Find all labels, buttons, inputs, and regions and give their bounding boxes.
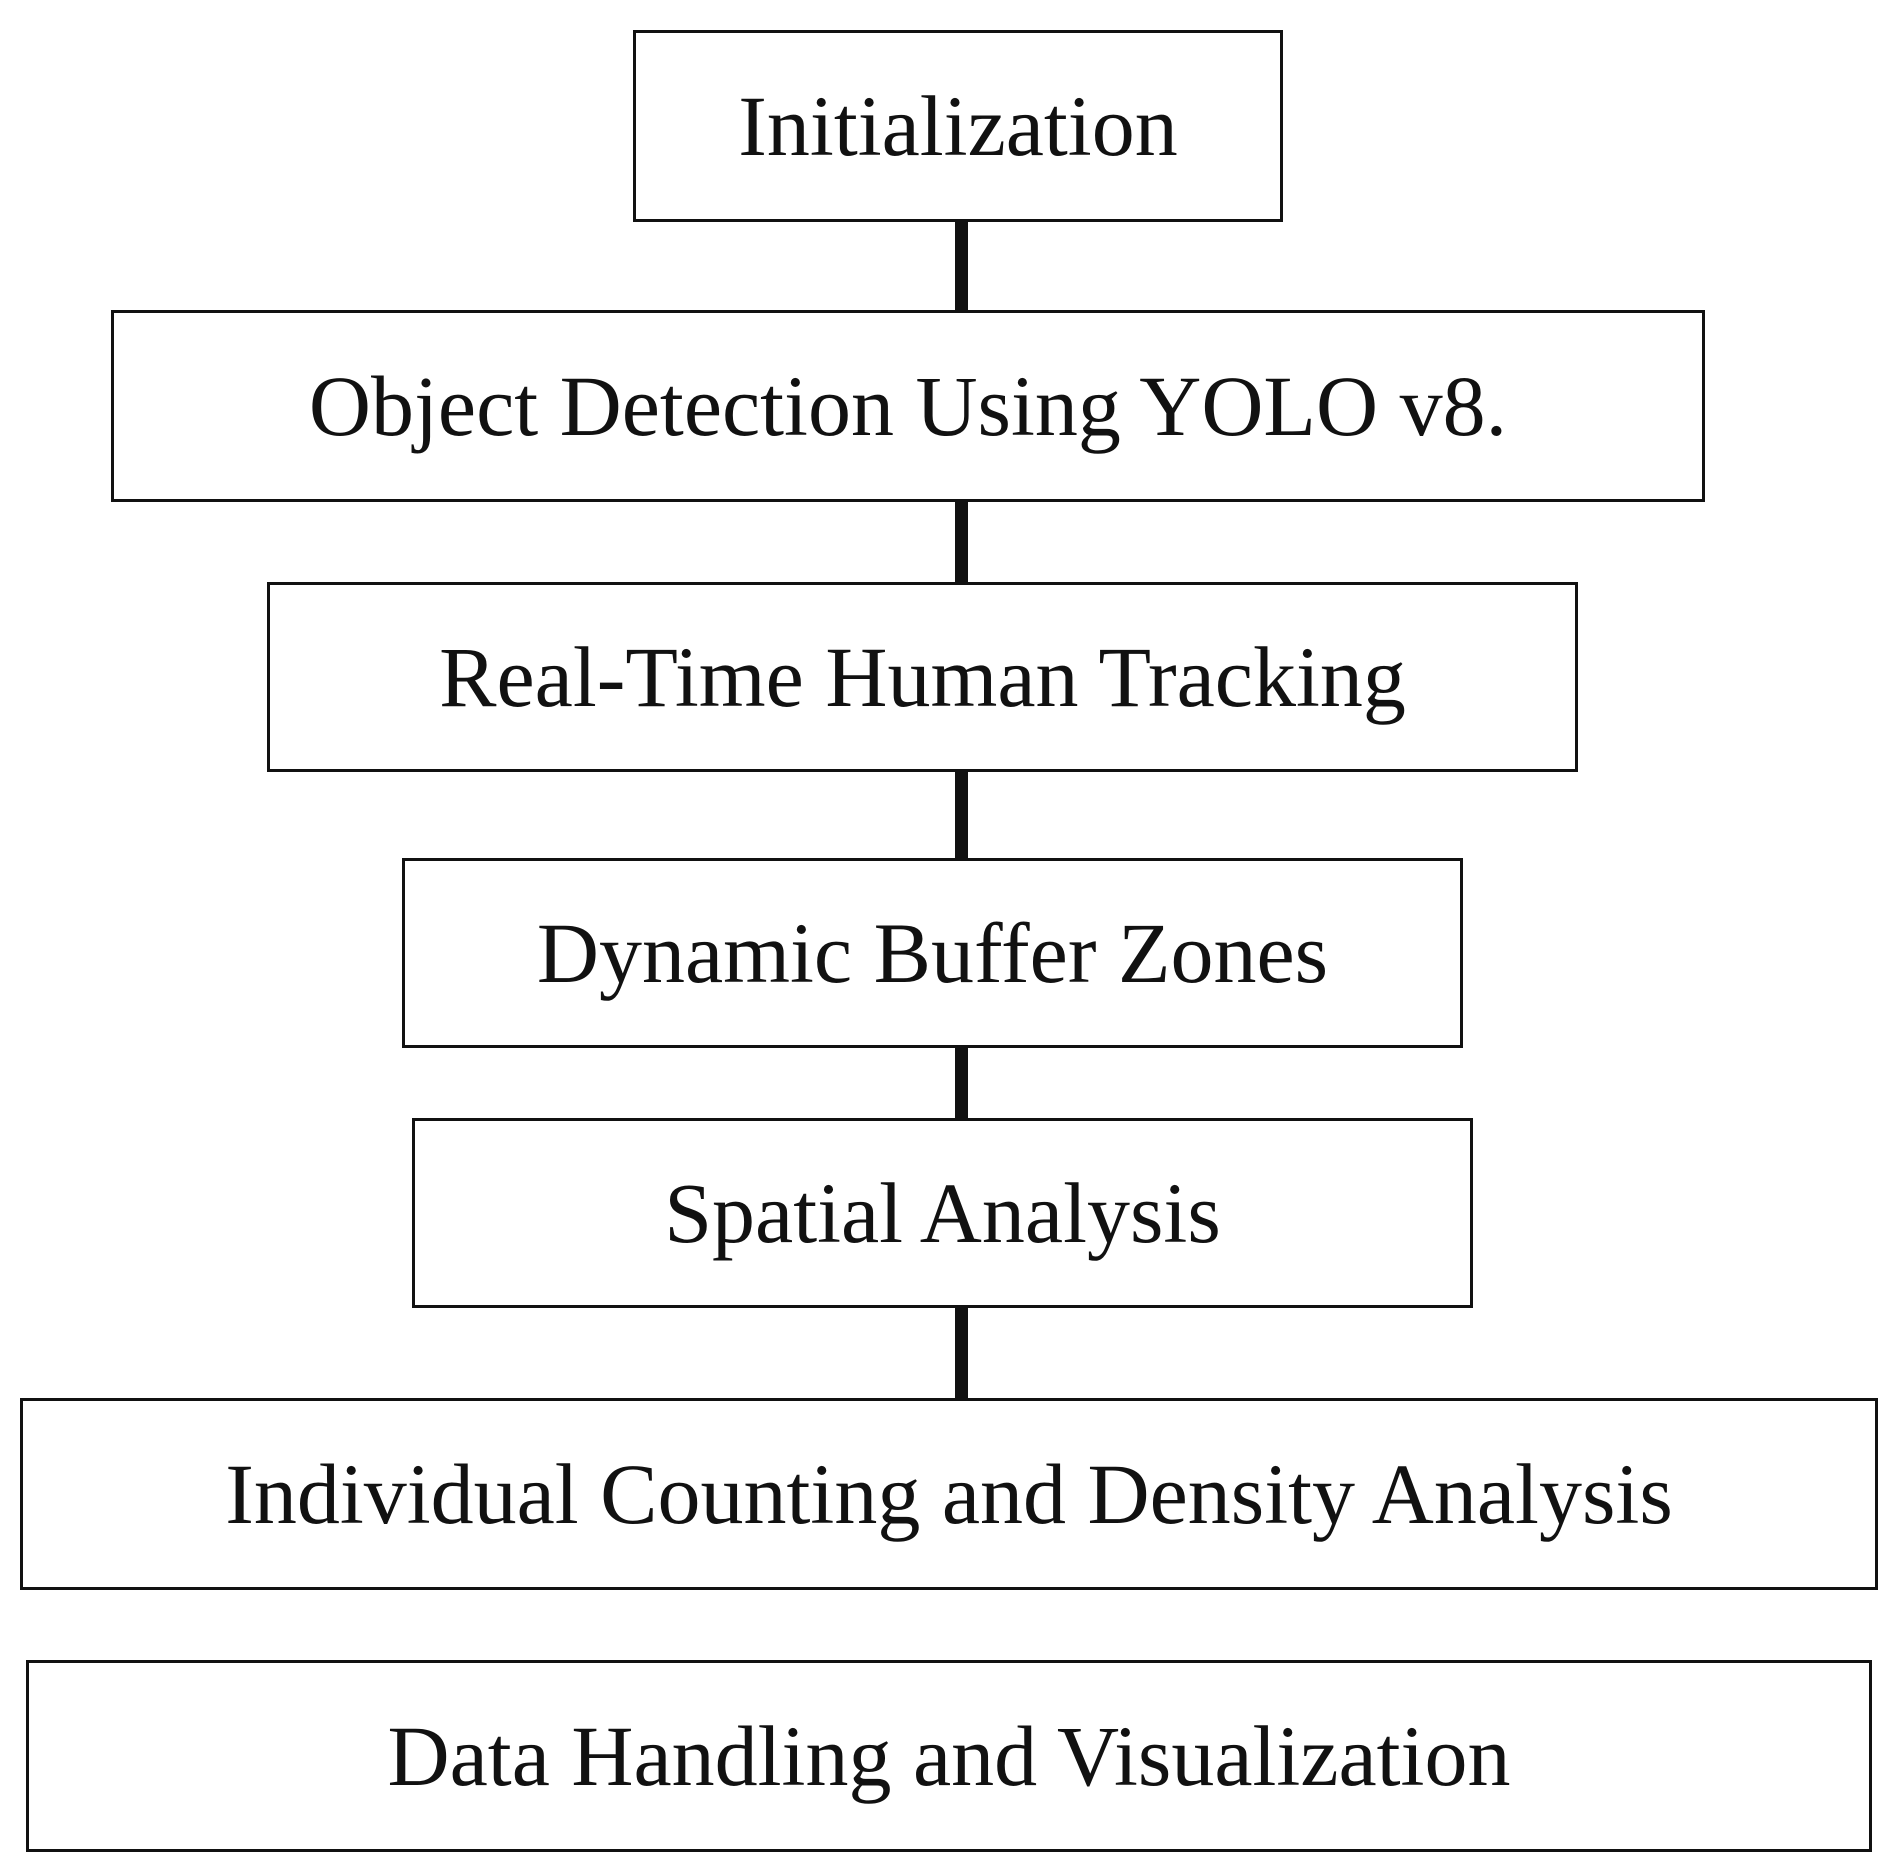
step-label: Spatial Analysis [664, 1165, 1221, 1261]
step-box-counting-density: Individual Counting and Density Analysis [20, 1398, 1878, 1590]
step-box-data-visualization: Data Handling and Visualization [26, 1660, 1872, 1852]
step-label: Data Handling and Visualization [387, 1708, 1511, 1804]
step-label: Initialization [738, 78, 1178, 174]
step-box-object-detection: Object Detection Using YOLO v8. [111, 310, 1705, 502]
connector-2-3 [955, 500, 968, 582]
connector-5-6 [955, 1305, 968, 1398]
step-label: Object Detection Using YOLO v8. [308, 358, 1508, 454]
step-box-initialization: Initialization [633, 30, 1283, 222]
connector-4-5 [955, 1045, 968, 1118]
connector-3-4 [955, 770, 968, 858]
step-box-buffer-zones: Dynamic Buffer Zones [402, 858, 1463, 1048]
connector-1-2 [955, 220, 968, 310]
step-label: Dynamic Buffer Zones [536, 905, 1329, 1001]
step-label: Real-Time Human Tracking [439, 629, 1406, 725]
step-box-spatial-analysis: Spatial Analysis [412, 1118, 1473, 1308]
step-label: Individual Counting and Density Analysis [225, 1446, 1673, 1542]
step-box-human-tracking: Real-Time Human Tracking [267, 582, 1578, 772]
